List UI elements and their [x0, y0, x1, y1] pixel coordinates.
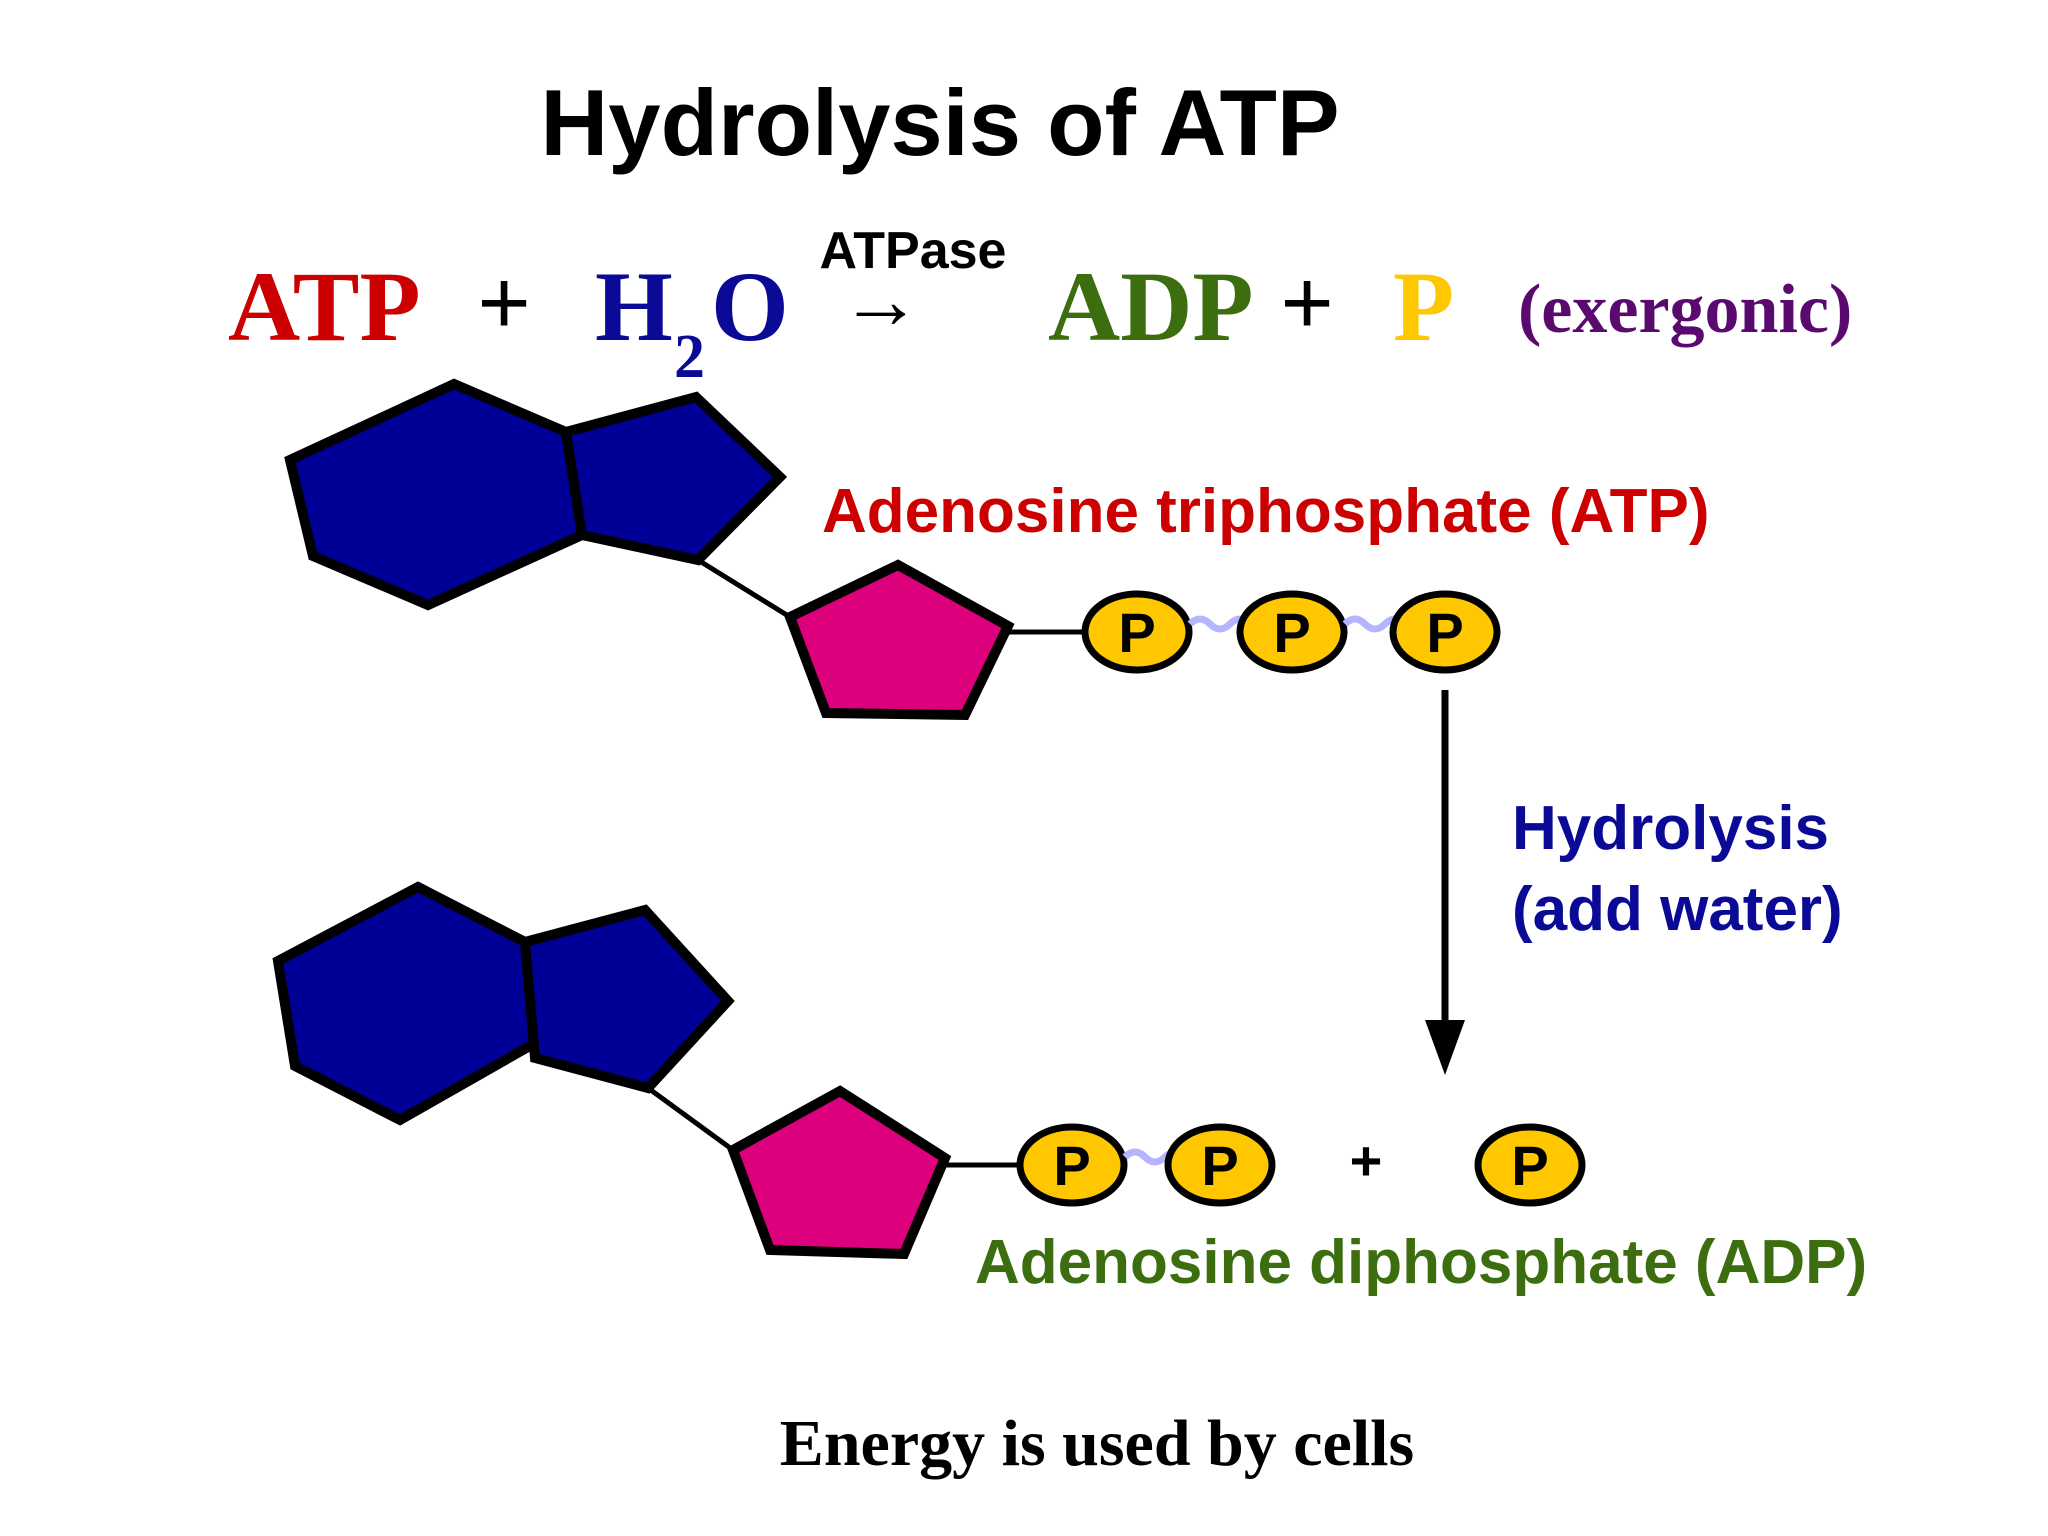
atp-ribose-pentagon [783, 559, 1015, 721]
adp-name-label: Adenosine diphosphate (ADP) [975, 1228, 1867, 1297]
hydrolysis-label: Hydrolysis [1512, 794, 1829, 863]
atp-base-ribose-bond [696, 557, 792, 620]
adp-phosphate-2 [1164, 1123, 1276, 1207]
equation-water-o: O [711, 251, 789, 362]
equation-plus-2: + [1280, 250, 1334, 356]
atp-phosphate-3 [1389, 590, 1501, 674]
atp-adenine-hexagon [284, 378, 588, 611]
adp-phosphate-2-label: P [1201, 1134, 1238, 1197]
free-phosphate-label: P [1511, 1134, 1548, 1197]
adp-ribose-pentagon [726, 1085, 952, 1260]
equation-adp: ADP [1048, 251, 1254, 362]
adp-phosphate-1-label: P [1053, 1134, 1090, 1197]
equation-atp: ATP [228, 251, 421, 362]
equation-arrow: → [840, 255, 922, 346]
add-water-label: (add water) [1512, 875, 1843, 944]
hydrolysis-arrow-head [1425, 1020, 1465, 1075]
atp-molecule: P P P Adenosine triphosphate (ATP) [284, 378, 1710, 721]
equation-plus-1: + [477, 250, 531, 356]
atp-phosphate-3-label: P [1426, 601, 1463, 664]
equation-water-subscript: 2 [674, 323, 705, 391]
atp-adenine-pentagon [560, 391, 788, 566]
adp-adenine-pentagon [519, 904, 735, 1094]
atp-phosphate-1-label: P [1118, 601, 1155, 664]
free-phosphate [1474, 1123, 1586, 1207]
atp-name-label: Adenosine triphosphate (ATP) [822, 477, 1710, 546]
footer-caption: Energy is used by cells [780, 1407, 1414, 1480]
equation-phosphate: P [1393, 251, 1454, 362]
atp-phosphate-2-label: P [1273, 601, 1310, 664]
adp-molecule: P P + P Adenosine diphosphate (ADP) [272, 881, 1867, 1297]
atp-phosphate-2 [1236, 590, 1348, 674]
equation-enzyme: ATPase [820, 222, 1007, 280]
equation-water-h: H [595, 251, 673, 362]
hydrolysis-arrow [1425, 690, 1465, 1075]
diagram-title: Hydrolysis of ATP [540, 70, 1339, 175]
adp-base-ribose-bond [646, 1085, 735, 1153]
atp-phosphate-1 [1081, 590, 1193, 674]
adp-phosphate-1 [1016, 1123, 1128, 1207]
adp-adenine-hexagon [272, 881, 541, 1126]
reaction-equation: ATP + H 2 O ATPase → ADP + P (exergonic) [228, 222, 1852, 391]
adp-plus-sign: + [1350, 1129, 1383, 1192]
equation-exergonic: (exergonic) [1518, 271, 1852, 348]
